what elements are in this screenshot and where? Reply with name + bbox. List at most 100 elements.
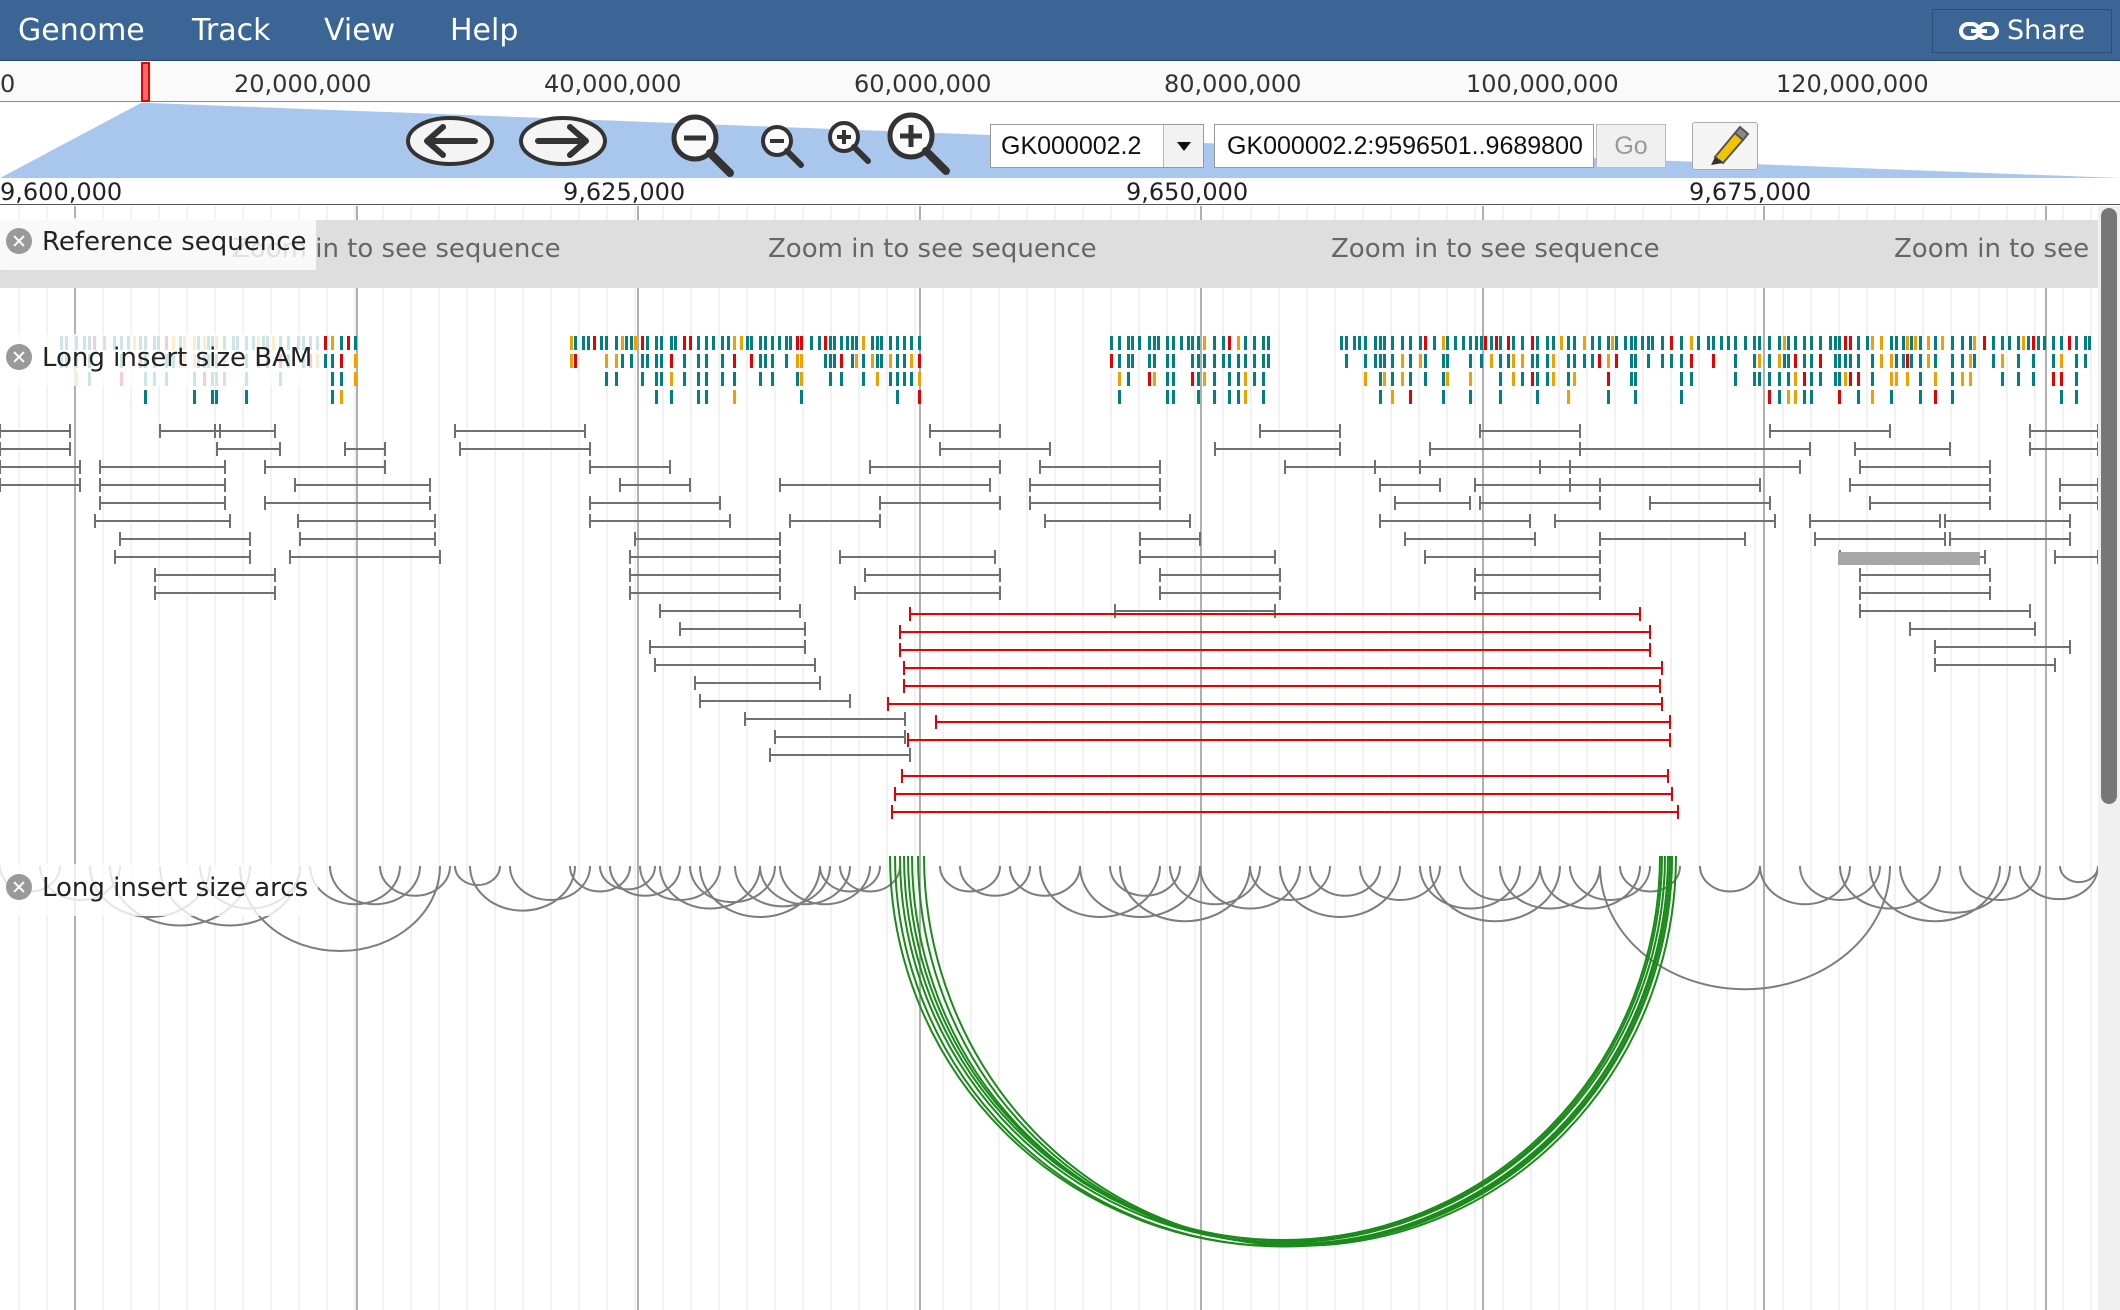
pan-right-button[interactable] — [518, 115, 608, 167]
mismatch-tick — [1118, 354, 1121, 368]
close-icon[interactable] — [6, 228, 32, 254]
read-pair — [2029, 442, 2098, 456]
mismatch-tick — [1910, 354, 1913, 368]
mismatch-tick — [1521, 354, 1524, 368]
track-label-bam[interactable]: Long insert size BAM — [0, 334, 323, 386]
mismatch-tick — [615, 354, 618, 368]
mismatch-tick — [1166, 354, 1169, 368]
mismatch-tick — [625, 336, 628, 350]
share-button[interactable]: Share — [1932, 9, 2112, 53]
menu-view[interactable]: View — [324, 13, 396, 48]
mismatch-tick — [1148, 354, 1151, 368]
overview-location-marker[interactable] — [141, 62, 150, 102]
read-pair — [214, 424, 276, 438]
menu-help[interactable]: Help — [450, 13, 519, 48]
mismatch-tick — [910, 354, 913, 368]
mismatch-tick — [1391, 372, 1394, 386]
read-pair — [1139, 550, 1276, 564]
scrollbar-thumb[interactable] — [2101, 208, 2117, 804]
mismatch-tick — [1768, 390, 1771, 404]
mismatch-tick — [1573, 372, 1576, 386]
zoom-out-more-icon[interactable] — [668, 111, 736, 177]
mismatch-tick — [1187, 336, 1190, 350]
overview-ruler[interactable]: 0 20,000,000 40,000,000 60,000,000 80,00… — [0, 62, 2120, 102]
read-pair — [154, 586, 276, 600]
chevron-down-icon[interactable] — [1163, 125, 1203, 167]
mismatch-tick — [1634, 336, 1637, 350]
mismatch-tick — [840, 354, 843, 368]
detail-ruler-label: 9,625,000 — [563, 178, 686, 206]
mismatch-tick — [1536, 372, 1539, 386]
close-icon[interactable] — [6, 344, 32, 370]
close-icon[interactable] — [6, 874, 32, 900]
arc — [1359, 865, 1441, 901]
track-label-text: Long insert size arcs — [42, 873, 309, 903]
mismatch-tick — [324, 354, 327, 368]
mismatch-tick — [340, 372, 343, 386]
zoom-out-icon[interactable] — [757, 121, 807, 171]
read-pair — [1854, 442, 1951, 456]
read-pair — [1569, 478, 1761, 492]
mismatch-tick — [889, 336, 892, 350]
read-pair — [854, 586, 1001, 600]
mismatch-tick — [889, 372, 892, 386]
mismatch-tick — [829, 354, 832, 368]
mismatch-tick — [1507, 336, 1510, 350]
mismatch-tick — [2037, 336, 2040, 350]
read-pair — [1814, 532, 1946, 546]
read-pair — [891, 805, 1679, 819]
mismatch-tick — [1838, 390, 1841, 404]
mismatch-tick — [1787, 372, 1790, 386]
mismatch-tick — [746, 336, 749, 350]
mismatch-tick — [340, 336, 343, 350]
mismatch-tick — [1661, 354, 1664, 368]
track-label-reference[interactable]: Reference sequence — [0, 218, 317, 270]
arc — [939, 865, 1001, 893]
mismatch-tick — [1787, 336, 1790, 350]
vertical-scrollbar[interactable] — [2098, 206, 2120, 1310]
read-pair — [699, 694, 851, 708]
mismatch-tick — [1424, 354, 1427, 368]
chromosome-select[interactable]: GK000002.2 — [990, 124, 1204, 168]
zoom-in-icon[interactable] — [824, 117, 874, 167]
track-area[interactable]: Zoom in to see sequence Zoom in to see s… — [0, 206, 2098, 1310]
mismatch-tick — [2022, 336, 2025, 350]
read-pair — [264, 496, 431, 510]
detail-ruler[interactable]: 9,600,000 9,625,000 9,650,000 9,675,000 — [0, 178, 2120, 206]
mismatch-tick — [1552, 336, 1555, 350]
mismatch-tick — [1778, 336, 1781, 350]
read-pair — [297, 514, 436, 528]
sequence-zoom-message: Zoom in to see sequence — [768, 234, 1097, 264]
mismatch-tick — [1607, 336, 1610, 350]
read-pair — [839, 550, 996, 564]
mismatch-tick — [1531, 336, 1534, 350]
highlight-button[interactable] — [1692, 122, 1758, 170]
mismatch-tick — [1934, 336, 1937, 350]
menu-genome[interactable]: Genome — [18, 13, 145, 48]
menu-track[interactable]: Track — [192, 13, 271, 48]
mismatch-tick — [1961, 336, 1964, 350]
mismatch-tick — [818, 336, 821, 350]
mismatch-tick — [1758, 336, 1761, 350]
read-pair — [454, 424, 586, 438]
mismatch-tick — [1499, 372, 1502, 386]
mismatch-tick — [2001, 372, 2004, 386]
mismatch-tick — [1374, 336, 1377, 350]
mismatch-tick — [674, 336, 677, 350]
mismatch-tick — [778, 336, 781, 350]
long-insert-arc — [903, 855, 1661, 1241]
arc-track[interactable] — [0, 855, 2098, 1248]
mismatch-tick — [1902, 336, 1905, 350]
pan-left-button[interactable] — [405, 115, 495, 167]
mismatch-tick — [655, 336, 658, 350]
read-pair — [289, 550, 441, 564]
location-input[interactable]: GK000002.2:9596501..9689800 — [1214, 124, 1594, 168]
track-label-arcs[interactable]: Long insert size arcs — [0, 864, 319, 916]
mismatch-tick — [1203, 372, 1206, 386]
arc — [689, 865, 776, 904]
mismatch-tick — [1138, 336, 1141, 350]
zoom-in-more-icon[interactable] — [884, 109, 952, 175]
go-button[interactable]: Go — [1596, 124, 1666, 168]
read-pair — [935, 715, 1671, 729]
mismatch-tick — [1794, 390, 1797, 404]
